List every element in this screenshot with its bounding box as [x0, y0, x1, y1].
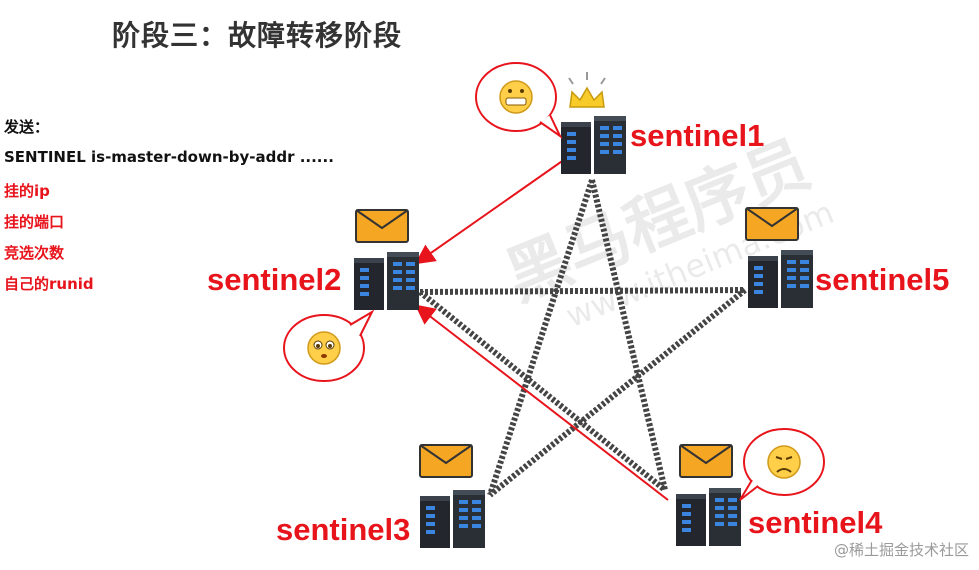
sentinel2-speech-bubble	[283, 309, 375, 382]
sentinel5-label: sentinel5	[815, 262, 950, 297]
param-port: 挂的端口	[4, 213, 65, 231]
arrow-1-to-2	[414, 149, 579, 265]
sentinel3-envelope-icon	[419, 444, 473, 478]
sentinel1-server-icon	[561, 116, 626, 174]
sentinel2-server-icon	[354, 252, 419, 310]
param-runid: 自己的runid	[4, 275, 94, 293]
sentinel4-envelope-icon	[679, 444, 733, 478]
sentinel2-label: sentinel2	[207, 262, 342, 297]
sentinel5-server-icon	[748, 250, 813, 308]
command-text: SENTINEL is-master-down-by-addr ......	[4, 148, 334, 166]
sentinel3-server-icon	[420, 490, 485, 548]
sentinel1-speech-bubble	[475, 62, 563, 139]
sentinel4-speech-bubble	[739, 428, 825, 501]
sentinel4-server-icon	[676, 488, 741, 546]
arrow-4-to-2	[414, 304, 669, 501]
param-ip: 挂的ip	[4, 182, 50, 200]
link-2-4	[418, 289, 667, 493]
network-links	[418, 179, 747, 498]
crown-icon	[568, 72, 606, 108]
link-2-5	[419, 287, 746, 295]
link-5-3	[488, 287, 747, 498]
pleading-emoji-icon	[307, 331, 341, 365]
sentinel2-envelope-icon	[355, 209, 409, 243]
sentinel3-label: sentinel3	[276, 512, 411, 547]
frowning-emoji-icon	[767, 445, 801, 479]
link-1-4	[589, 179, 668, 491]
link-1-3	[487, 179, 595, 496]
grinning-emoji-icon	[499, 80, 533, 114]
param-epoch: 竞选次数	[4, 244, 65, 262]
sentinel4-label: sentinel4	[748, 505, 883, 540]
page-title: 阶段三：故障转移阶段	[112, 19, 403, 52]
sentinel1-label: sentinel1	[630, 118, 765, 153]
source-watermark: @稀土掘金技术社区	[833, 541, 969, 559]
sentinel5-envelope-icon	[745, 207, 799, 241]
send-label: 发送：	[4, 118, 50, 136]
